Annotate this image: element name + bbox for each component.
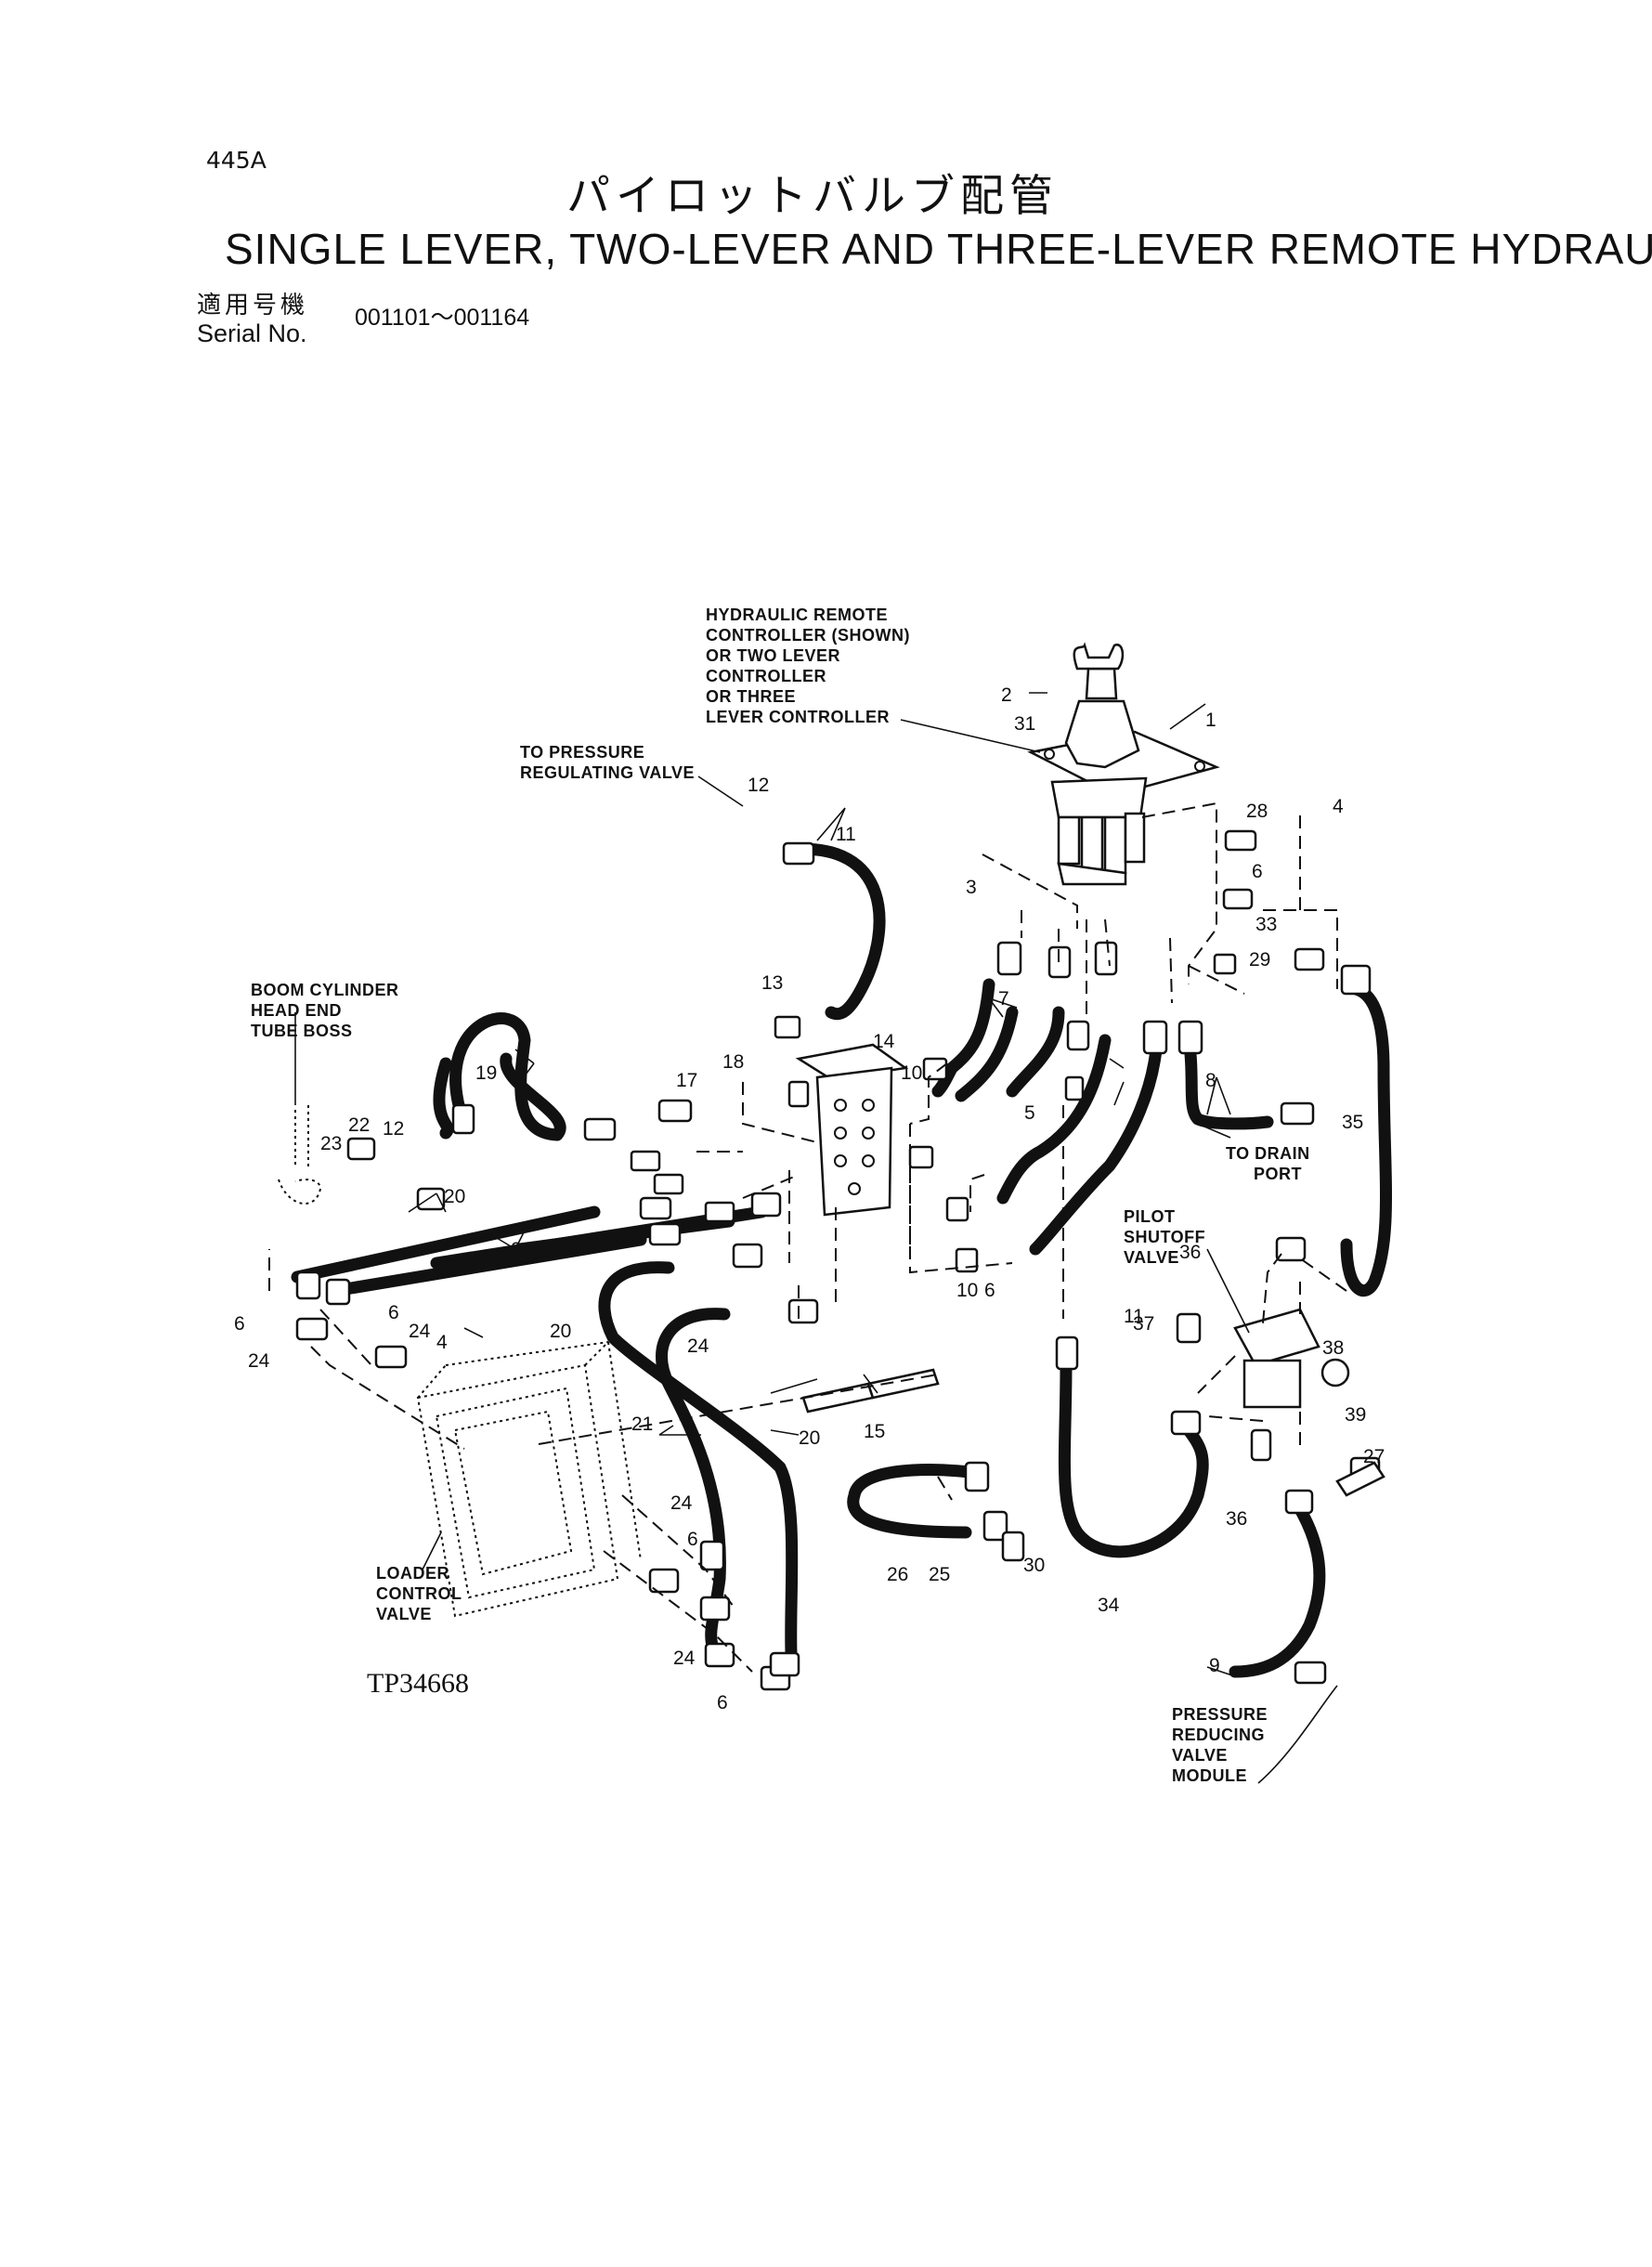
part-number: 29 <box>1249 949 1270 971</box>
part-number: 20 <box>799 1427 820 1449</box>
part-number: 21 <box>631 1414 653 1435</box>
part-number: 6 <box>984 1280 995 1301</box>
title-english: SINGLE LEVER, TWO-LEVER AND THREE-LEVER … <box>225 225 1652 273</box>
part-number: 10 <box>901 1062 922 1084</box>
part-number: 36 <box>1226 1508 1247 1530</box>
remote-controller <box>1027 642 1220 886</box>
callout-controller-3: OR TWO LEVER <box>706 646 840 665</box>
callout-controller-5: OR THREE <box>706 687 796 706</box>
callout-controller-1: HYDRAULIC REMOTE <box>706 606 888 624</box>
part-number: 31 <box>1014 713 1035 735</box>
part-number: 9 <box>1209 1655 1220 1676</box>
title-japanese: パイロットバルブ配管 <box>566 171 1059 222</box>
callout-loader-control-3: VALVE <box>376 1605 432 1623</box>
part-number: 5 <box>1024 1102 1035 1124</box>
callout-pilot-shutoff-3: VALVE <box>1124 1248 1179 1267</box>
part-number: 6 <box>717 1692 728 1713</box>
callout-pressure-regulating-1: TO PRESSURE <box>520 743 644 762</box>
part-number: 11 <box>1124 1306 1144 1327</box>
callout-pressure-reducing-1: PRESSURE <box>1172 1705 1268 1724</box>
part-number: 38 <box>1322 1337 1344 1359</box>
drawing-id: TP34668 <box>367 1668 469 1699</box>
part-number: 6 <box>687 1529 698 1550</box>
part-number: 26 <box>887 1564 908 1585</box>
part-number: 14 <box>873 1031 895 1052</box>
part-number: 24 <box>409 1321 431 1342</box>
part-number: 39 <box>1345 1404 1366 1426</box>
part-numbers: 1 2 31 12 11 28 4 6 33 29 3 13 14 18 10 … <box>234 684 1385 1713</box>
part-number: 12 <box>383 1118 404 1140</box>
part-number: 13 <box>761 972 783 994</box>
part-number: 24 <box>248 1350 270 1372</box>
part-number: 12 <box>748 775 769 796</box>
callout-controller-4: CONTROLLER <box>706 667 826 685</box>
part-number: 17 <box>676 1070 697 1091</box>
serial-label-japanese: 適用号機 <box>197 292 309 319</box>
part-number: 4 <box>1333 796 1344 817</box>
part-number: 25 <box>929 1564 950 1585</box>
fittings <box>295 829 1385 1691</box>
callout-controller-2: CONTROLLER (SHOWN) <box>706 626 910 645</box>
part-number: 21 <box>511 1239 532 1260</box>
callout-boom-cylinder-2: HEAD END <box>251 1001 342 1020</box>
part-number: 10 <box>956 1280 978 1301</box>
part-number: 7 <box>998 988 1009 1010</box>
callout-pressure-reducing-4: MODULE <box>1172 1766 1247 1785</box>
callout-loader-control-1: LOADER <box>376 1564 449 1583</box>
callout-pilot-shutoff-2: SHUTOFF <box>1124 1228 1205 1246</box>
part-number: 1 <box>1205 710 1216 731</box>
leader-lines <box>294 692 1338 1784</box>
callout-pilot-shutoff-1: PILOT <box>1124 1207 1176 1226</box>
page-code: 445A <box>206 147 267 174</box>
assembly-lines <box>268 801 1347 1673</box>
callout-labels: HYDRAULIC REMOTE CONTROLLER (SHOWN) OR T… <box>251 606 1310 1785</box>
callout-drain-port-2: PORT <box>1254 1165 1302 1183</box>
part-number: 27 <box>1363 1446 1385 1467</box>
part-number: 4 <box>436 1332 448 1353</box>
part-number: 24 <box>687 1335 709 1357</box>
part-number: 24 <box>670 1492 693 1514</box>
part-number: 6 <box>1252 861 1263 882</box>
serial-range: 001101～001164 <box>355 305 530 331</box>
serial-label-english: Serial No. <box>197 319 307 347</box>
part-number: 3 <box>966 877 977 898</box>
part-number: 2 <box>1001 684 1012 706</box>
part-number: 22 <box>348 1114 370 1136</box>
part-number: 11 <box>836 824 856 845</box>
part-number: 20 <box>550 1321 571 1342</box>
callout-pressure-reducing-2: REDUCING <box>1172 1726 1265 1744</box>
callout-controller-6: LEVER CONTROLLER <box>706 708 890 726</box>
part-number: 8 <box>1205 1070 1216 1091</box>
part-number: 15 <box>864 1421 885 1442</box>
part-number: 36 <box>1179 1242 1201 1263</box>
callout-loader-control-2: CONTROL <box>376 1584 462 1603</box>
callout-drain-port-1: TO DRAIN <box>1226 1144 1310 1163</box>
boom-cylinder-tube-boss <box>278 1105 322 1205</box>
part-number: 20 <box>444 1186 465 1207</box>
mounting-bracket <box>795 1043 909 1217</box>
part-number: 23 <box>320 1133 342 1154</box>
part-number: 30 <box>1023 1555 1045 1576</box>
part-number: 6 <box>234 1313 245 1335</box>
part-number: 18 <box>722 1051 744 1073</box>
part-number: 6 <box>388 1302 399 1323</box>
part-number: 24 <box>673 1648 696 1669</box>
callout-boom-cylinder-1: BOOM CYLINDER <box>251 981 399 999</box>
part-number: 19 <box>475 1062 497 1084</box>
part-number: 28 <box>1246 801 1268 822</box>
part-number: 33 <box>1255 914 1277 935</box>
loader-control-valve <box>416 1341 642 1618</box>
part-number: 34 <box>1098 1595 1120 1616</box>
callout-pressure-regulating-2: REGULATING VALVE <box>520 763 695 782</box>
callout-pressure-reducing-3: VALVE <box>1172 1746 1228 1765</box>
part-number: 35 <box>1342 1112 1363 1133</box>
callout-boom-cylinder-3: TUBE BOSS <box>251 1022 353 1040</box>
part-number: 37 <box>1133 1313 1154 1335</box>
